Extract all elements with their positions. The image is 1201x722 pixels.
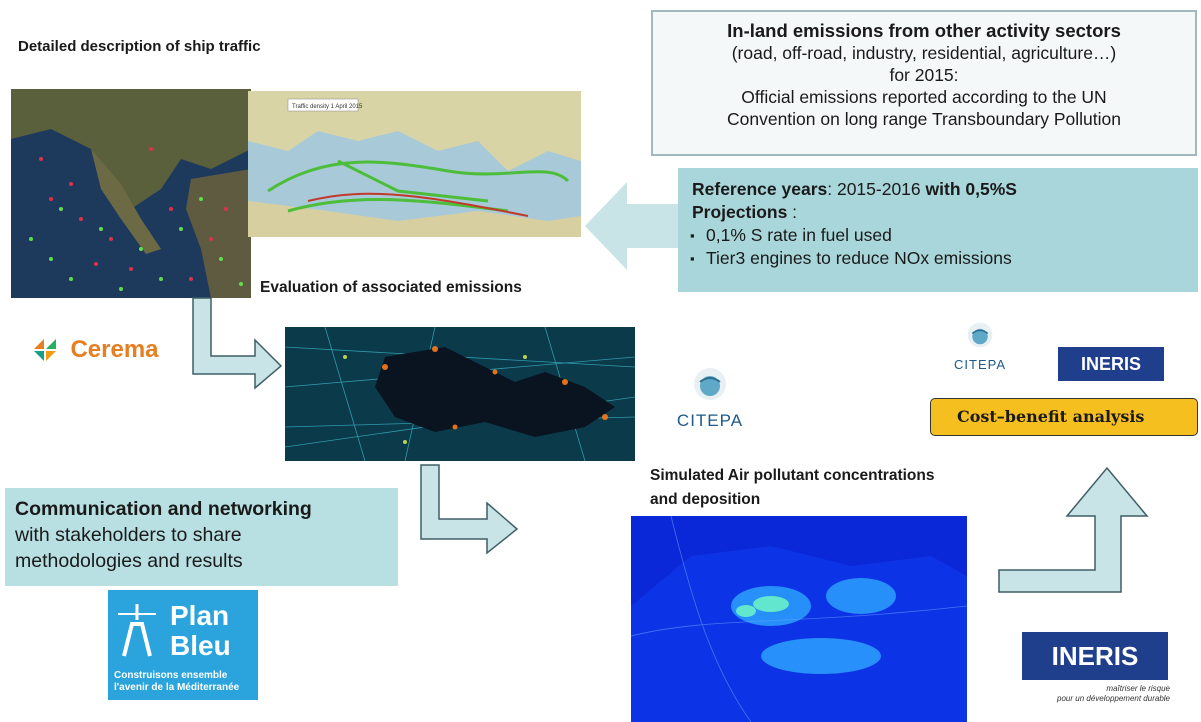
lighthouse-icon bbox=[118, 604, 156, 657]
left-arrow bbox=[585, 182, 680, 270]
ineris-logo-small: INERIS bbox=[1058, 347, 1164, 381]
communication-box: Communication and networking with stakeh… bbox=[5, 488, 398, 586]
cerema-text: Cerema bbox=[70, 336, 159, 363]
heading-emissions: Evaluation of associated emissions bbox=[260, 279, 522, 296]
map-label: Traffic density 1 April 2015 bbox=[292, 104, 363, 110]
inland-line4: Official emissions reported according to… bbox=[741, 87, 1107, 107]
heading-ship-traffic: Detailed description of ship traffic bbox=[18, 38, 261, 55]
inland-line5: Convention on long range Transboundary P… bbox=[726, 109, 1122, 129]
citepa-text: CITEPA bbox=[676, 411, 744, 430]
inland-line2: (road, off-road, industry, residential, … bbox=[731, 43, 1117, 63]
up-elbow-arrow bbox=[998, 466, 1149, 593]
ineris-logo-large: INERIS bbox=[1022, 632, 1168, 680]
inland-title: In-land emissions from other activity se… bbox=[727, 20, 1121, 41]
cerema-logo: Cerema bbox=[32, 336, 159, 364]
heading-simulated: Simulated Air pollutant concentrations a… bbox=[650, 464, 934, 512]
plan-bleu-logo: Plan Bleu Construisons ensemble l'avenir… bbox=[108, 590, 258, 700]
elbow-arrow-1 bbox=[192, 297, 283, 390]
reference-label: Reference years bbox=[692, 179, 828, 199]
cerema-icon bbox=[34, 339, 56, 361]
heading-simulated-line2: and deposition bbox=[650, 491, 761, 508]
plan-bleu-tag2: l'avenir de la Méditerranée bbox=[114, 682, 240, 693]
communication-title: Communication and networking bbox=[15, 498, 312, 520]
citepa-globe-icon bbox=[967, 322, 993, 348]
reference-years-box: Reference years: 2015-2016 with 0,5%S Pr… bbox=[678, 168, 1198, 292]
communication-line3: methodologies and results bbox=[15, 550, 243, 572]
ship-traffic-map bbox=[11, 89, 251, 298]
concentration-map bbox=[631, 516, 967, 722]
plan-bleu-plan: Plan bbox=[170, 600, 230, 631]
inland-emissions-box: In-land emissions from other activity se… bbox=[651, 10, 1197, 156]
plan-bleu-bleu: Bleu bbox=[170, 630, 231, 661]
emissions-map bbox=[285, 327, 635, 461]
reference-sulfur: with 0,5%S bbox=[925, 179, 1017, 199]
projection-item: Tier3 engines to reduce NOx emissions bbox=[690, 247, 1184, 270]
citepa-logo-middle: CITEPA bbox=[670, 362, 750, 431]
plan-bleu-tag1: Construisons ensemble bbox=[114, 670, 228, 681]
communication-line2: with stakeholders to share bbox=[15, 524, 242, 546]
elbow-arrow-2 bbox=[420, 464, 519, 555]
projection-item: 0,1% S rate in fuel used bbox=[690, 224, 1184, 247]
ineris-tag1: maîtriser le risque bbox=[1106, 684, 1170, 693]
ineris-tag2: pour un développement durable bbox=[1057, 694, 1170, 703]
heading-simulated-line1: Simulated Air pollutant concentrations bbox=[650, 467, 935, 484]
ineris-tagline: maîtriser le risque pour un développemen… bbox=[1020, 684, 1170, 704]
citepa-logo-right: CITEPA bbox=[950, 318, 1010, 372]
citepa-globe-icon bbox=[694, 368, 726, 400]
reference-years: : 2015-2016 bbox=[827, 179, 926, 199]
inland-line3: for 2015: bbox=[889, 65, 959, 85]
plan-bleu-tagline: Construisons ensemble l'avenir de la Méd… bbox=[114, 670, 254, 694]
traffic-density-map: Traffic density 1 April 2015 bbox=[248, 91, 581, 237]
citepa-text: CITEPA bbox=[954, 357, 1006, 372]
projections-colon: : bbox=[787, 202, 798, 222]
projections-label: Projections bbox=[692, 202, 788, 222]
cost-benefit-box: Cost–benefit analysis bbox=[930, 398, 1198, 436]
